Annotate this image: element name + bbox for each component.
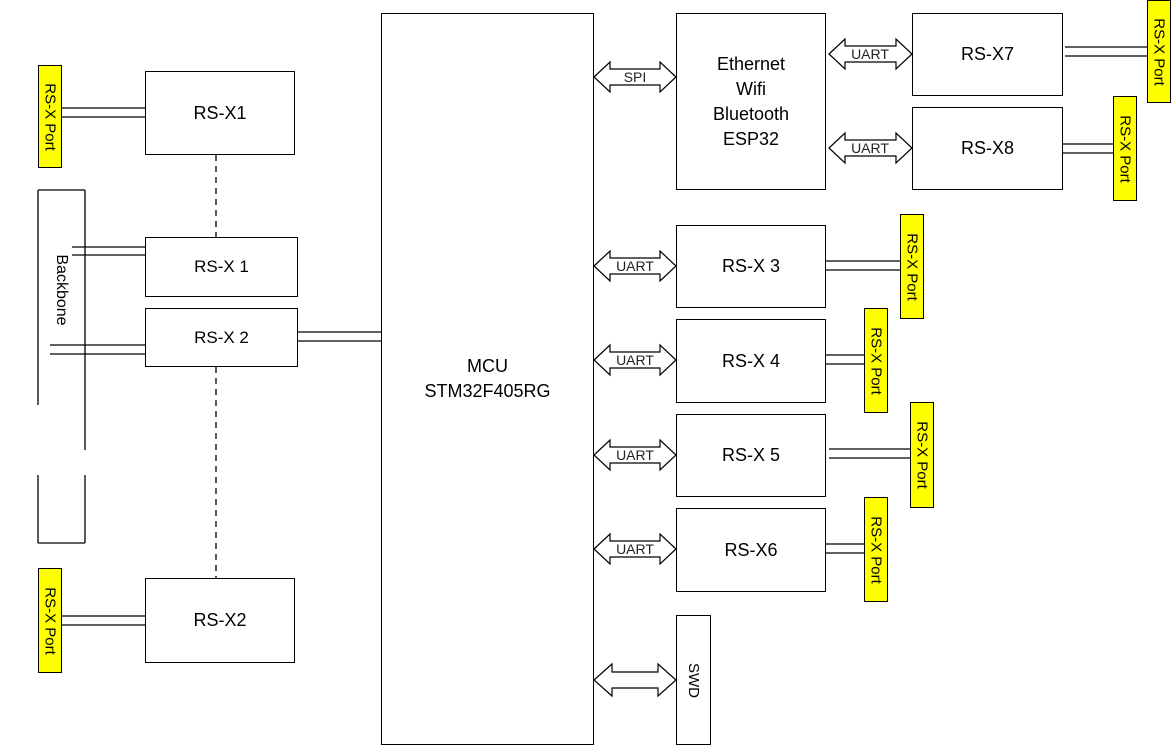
port-left-top: RS-X Port [38,65,62,168]
rsx1-top-block: RS-X1 [145,71,295,155]
rsx1-backbone-block: RS-X 1 [145,237,298,297]
swd-block: SWD [676,615,711,745]
rsx2-backbone-block: RS-X 2 [145,308,298,367]
swd-label: SWD [685,662,702,698]
label-uart-x4: UART [616,352,654,368]
label-uart-x8: UART [851,140,889,156]
backbone-label: Backbone [53,254,70,326]
label-uart-x5: UART [616,447,654,463]
mcu-block: MCU STM32F405RG [381,13,594,745]
port-left-bottom: RS-X Port [38,568,62,673]
label-uart-x7: UART [851,46,889,62]
port-rsx4: RS-X Port [864,308,888,413]
rsx4-block: RS-X 4 [676,319,826,403]
label-spi: SPI [623,69,647,85]
arrow-swd [593,662,677,698]
port-rsx5: RS-X Port [910,402,934,508]
label-uart-x3: UART [616,258,654,274]
rsx6-block: RS-X6 [676,508,826,592]
port-rsx7: RS-X Port [1147,0,1171,103]
esp32-block: Ethernet Wifi Bluetooth ESP32 [676,13,826,190]
label-uart-x6: UART [616,541,654,557]
rsx2-bottom-block: RS-X2 [145,578,295,663]
mcu-label: MCU [467,356,508,376]
port-rsx6: RS-X Port [864,497,888,602]
port-rsx3: RS-X Port [900,214,924,319]
rsx7-block: RS-X7 [912,13,1063,96]
rsx5-block: RS-X 5 [676,414,826,497]
mcu-part-number: STM32F405RG [424,381,551,401]
rsx8-block: RS-X8 [912,107,1063,190]
rsx3-block: RS-X 3 [676,225,826,308]
port-rsx8: RS-X Port [1113,96,1137,201]
